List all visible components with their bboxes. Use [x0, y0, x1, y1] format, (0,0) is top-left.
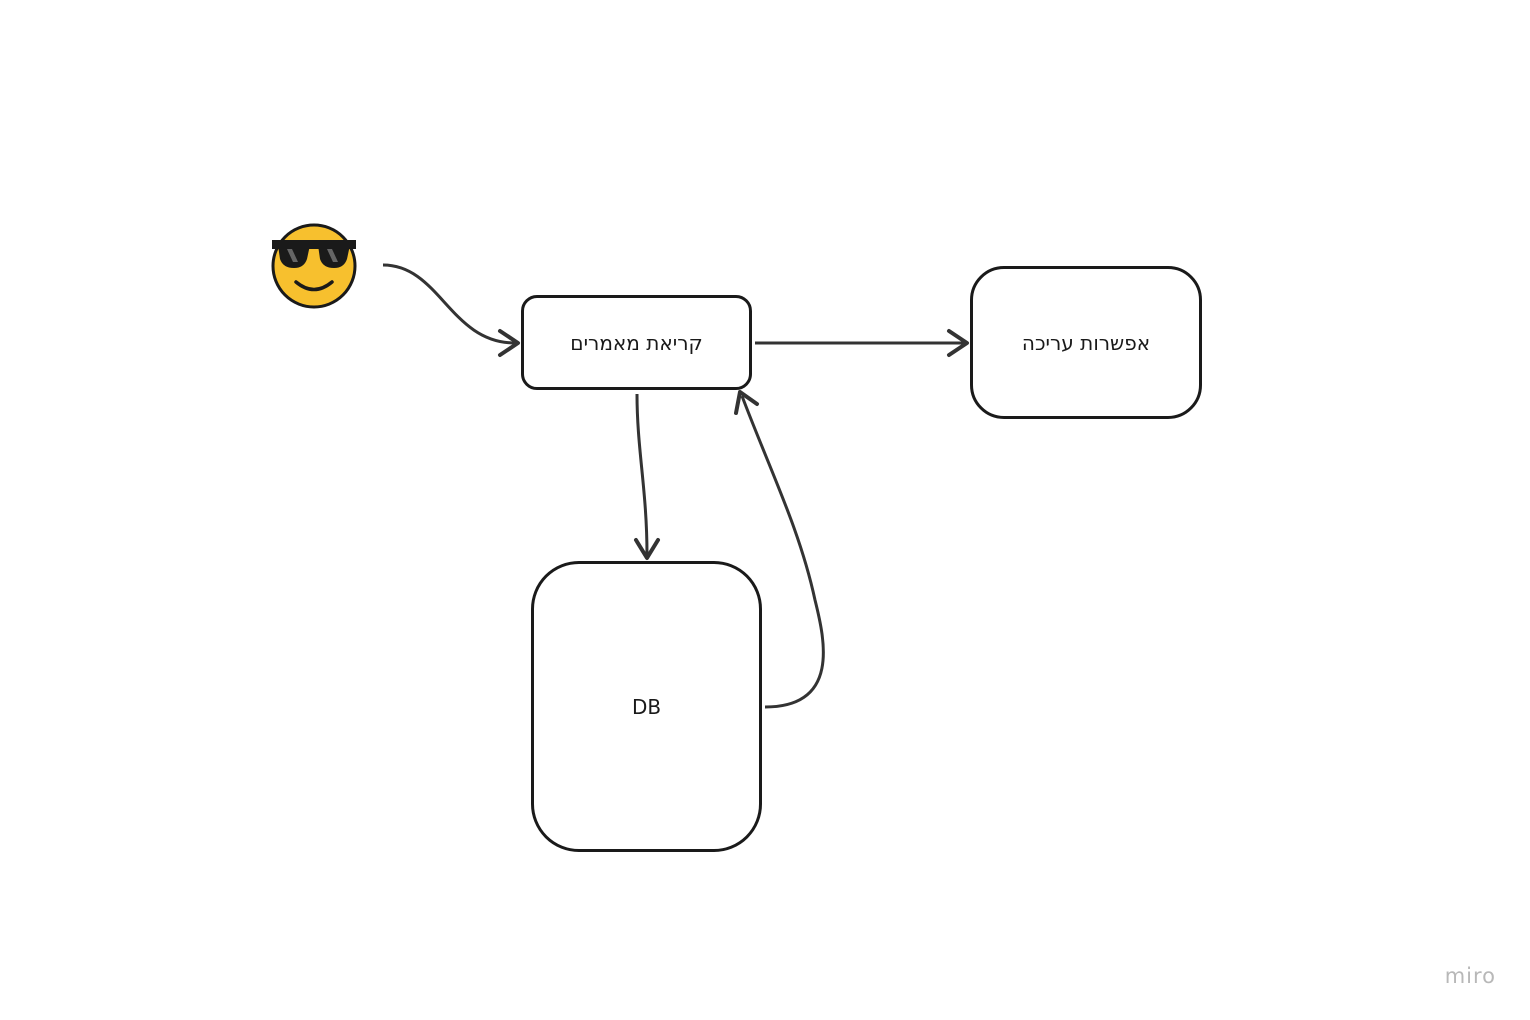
miro-watermark: miro: [1444, 964, 1496, 988]
edge-user-to-articles: [382, 263, 516, 345]
node-read-articles-label: קריאת מאמרים: [570, 330, 703, 355]
edge-db-to-articles: [740, 395, 825, 709]
arrowhead-articles-to-edit: [947, 329, 969, 357]
arrowhead-user-to-articles: [498, 329, 520, 357]
node-db[interactable]: DB: [531, 561, 762, 852]
arrowhead-db-to-articles: [734, 390, 759, 415]
node-edit-option[interactable]: אפשרות עריכה: [970, 266, 1202, 419]
node-db-label: DB: [631, 694, 662, 719]
arrowhead-articles-to-db: [634, 538, 660, 560]
smiling-face-with-sunglasses-icon[interactable]: [271, 223, 357, 309]
edge-articles-to-db: [635, 393, 649, 556]
node-edit-option-label: אפשרות עריכה: [1021, 330, 1151, 355]
node-read-articles[interactable]: קריאת מאמרים: [521, 295, 752, 390]
